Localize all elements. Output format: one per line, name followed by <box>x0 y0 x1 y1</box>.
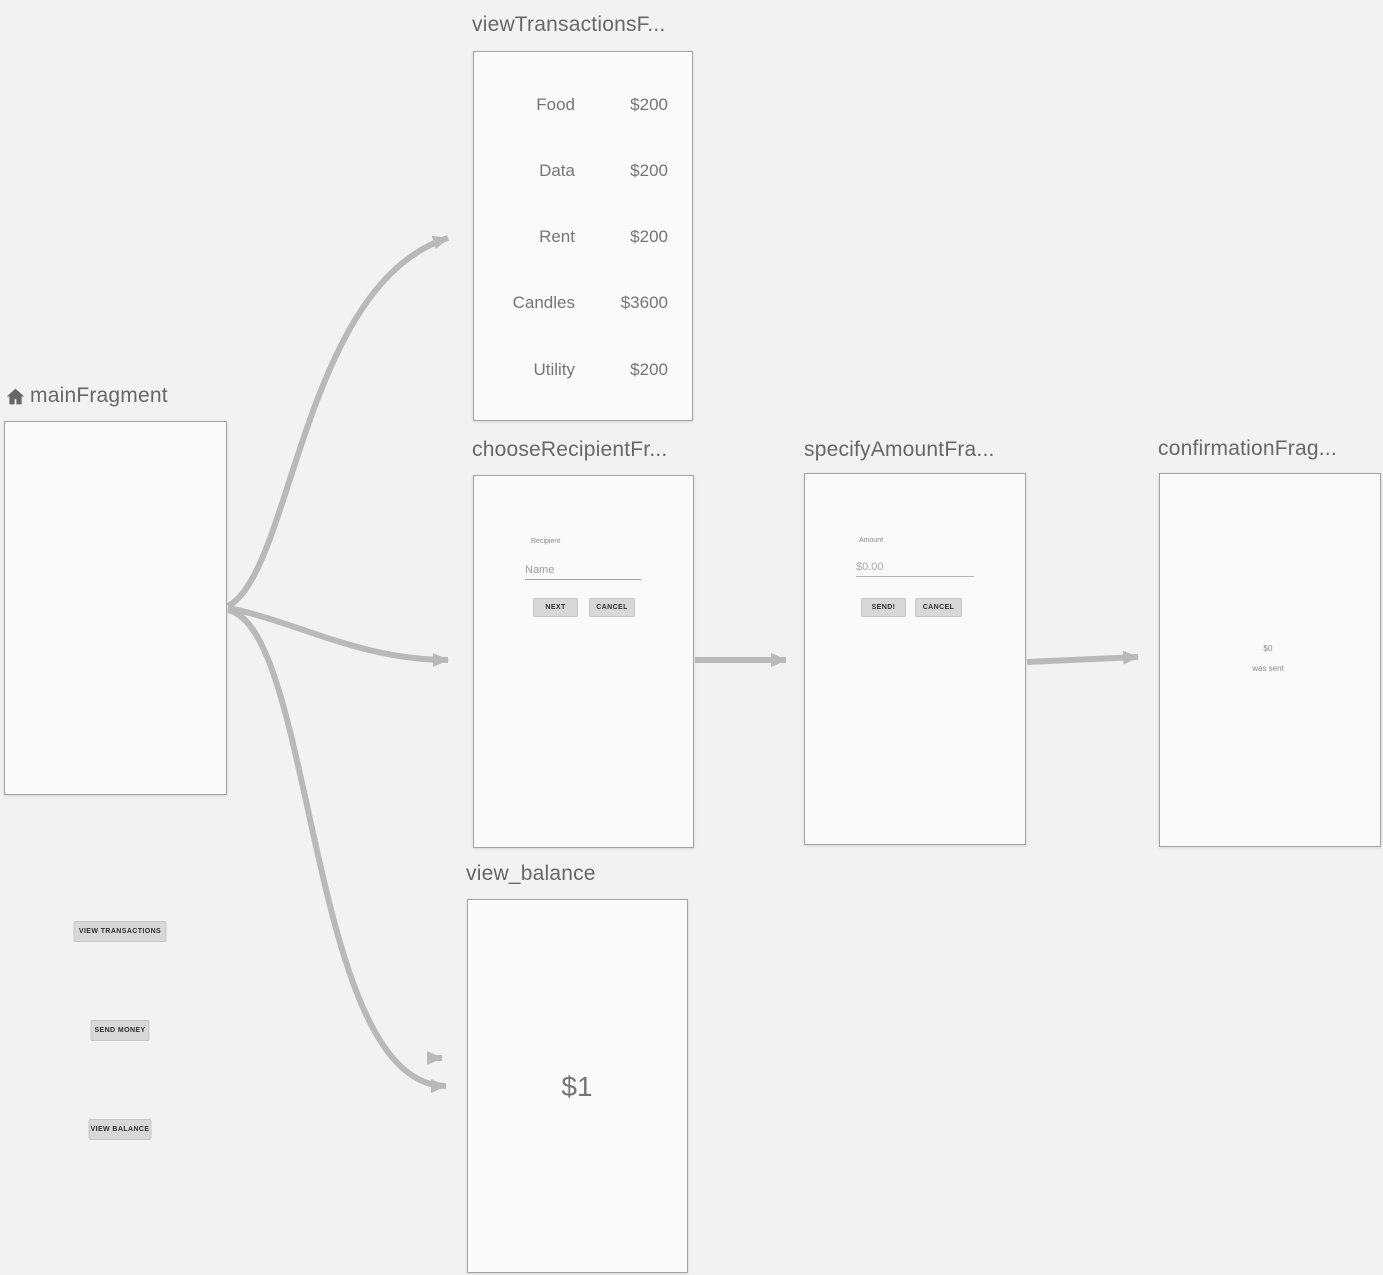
send-button: SEND! <box>861 598 906 617</box>
transaction-amount: $200 <box>630 161 668 180</box>
fragment-main[interactable]: VIEW TRANSACTIONS SEND MONEY VIEW BALANC… <box>4 421 227 1140</box>
transaction-row: Rent $200 <box>493 227 668 247</box>
amount-input: $0.00 <box>856 561 884 573</box>
action-main-to-chooserecipient <box>227 605 449 667</box>
fragment-title-specifyamount[interactable]: specifyAmountFra... <box>804 438 995 461</box>
fragment-title-label: mainFragment <box>30 384 168 407</box>
fragment-title-viewtransactions[interactable]: viewTransactionsF... <box>472 13 666 36</box>
fragment-title-main[interactable]: mainFragment <box>5 384 168 408</box>
fragment-confirmation[interactable] <box>1159 473 1381 847</box>
next-button: NEXT <box>533 598 578 617</box>
transaction-amount: $3600 <box>620 293 668 312</box>
transaction-row: Candles $3600 <box>493 293 668 313</box>
transaction-name: Candles <box>512 293 575 312</box>
amount-field-label: Amount <box>859 537 884 544</box>
fragment-title-confirmation[interactable]: confirmationFrag... <box>1158 437 1337 460</box>
action-main-to-viewbalance <box>227 607 447 1093</box>
recipient-input-underline <box>525 579 641 580</box>
view-transactions-button: VIEW TRANSACTIONS <box>73 921 167 942</box>
transaction-amount: $200 <box>630 360 668 379</box>
fragment-title-viewbalance[interactable]: view_balance <box>466 862 596 885</box>
cancel-button: CANCEL <box>915 598 962 617</box>
amount-input-underline <box>856 576 974 577</box>
fragment-viewbalance[interactable] <box>467 899 688 1273</box>
send-money-button: SEND MONEY <box>90 1020 150 1041</box>
transaction-row: Data $200 <box>493 161 668 181</box>
confirmation-amount: $0 <box>1263 644 1273 653</box>
transaction-name: Data <box>539 161 575 180</box>
home-icon <box>6 388 25 404</box>
fragment-chooserecipient[interactable] <box>473 475 694 848</box>
confirmation-message: was sent <box>1252 664 1284 673</box>
cancel-button: CANCEL <box>589 598 635 617</box>
transaction-amount: $200 <box>630 95 668 114</box>
transaction-row: Utility $200 <box>493 360 668 380</box>
recipient-name-input: Name <box>525 564 555 576</box>
transaction-name: Food <box>536 95 575 114</box>
fragment-specifyamount[interactable] <box>804 473 1026 845</box>
transaction-name: Utility <box>533 360 575 379</box>
transaction-amount: $200 <box>630 227 668 246</box>
recipient-field-label: Recipient <box>531 538 561 545</box>
action-main-to-viewtransactions <box>226 235 449 609</box>
action-specifyamount-to-confirmation <box>1026 650 1139 665</box>
fragment-title-chooserecipient[interactable]: chooseRecipientFr... <box>472 438 668 461</box>
view-balance-button: VIEW BALANCE <box>88 1119 152 1140</box>
transaction-row: Food $200 <box>493 95 668 115</box>
balance-amount: $1 <box>561 1071 593 1102</box>
transaction-name: Rent <box>539 227 575 246</box>
fragment-viewtransactions[interactable]: Food $200 <box>473 51 693 421</box>
